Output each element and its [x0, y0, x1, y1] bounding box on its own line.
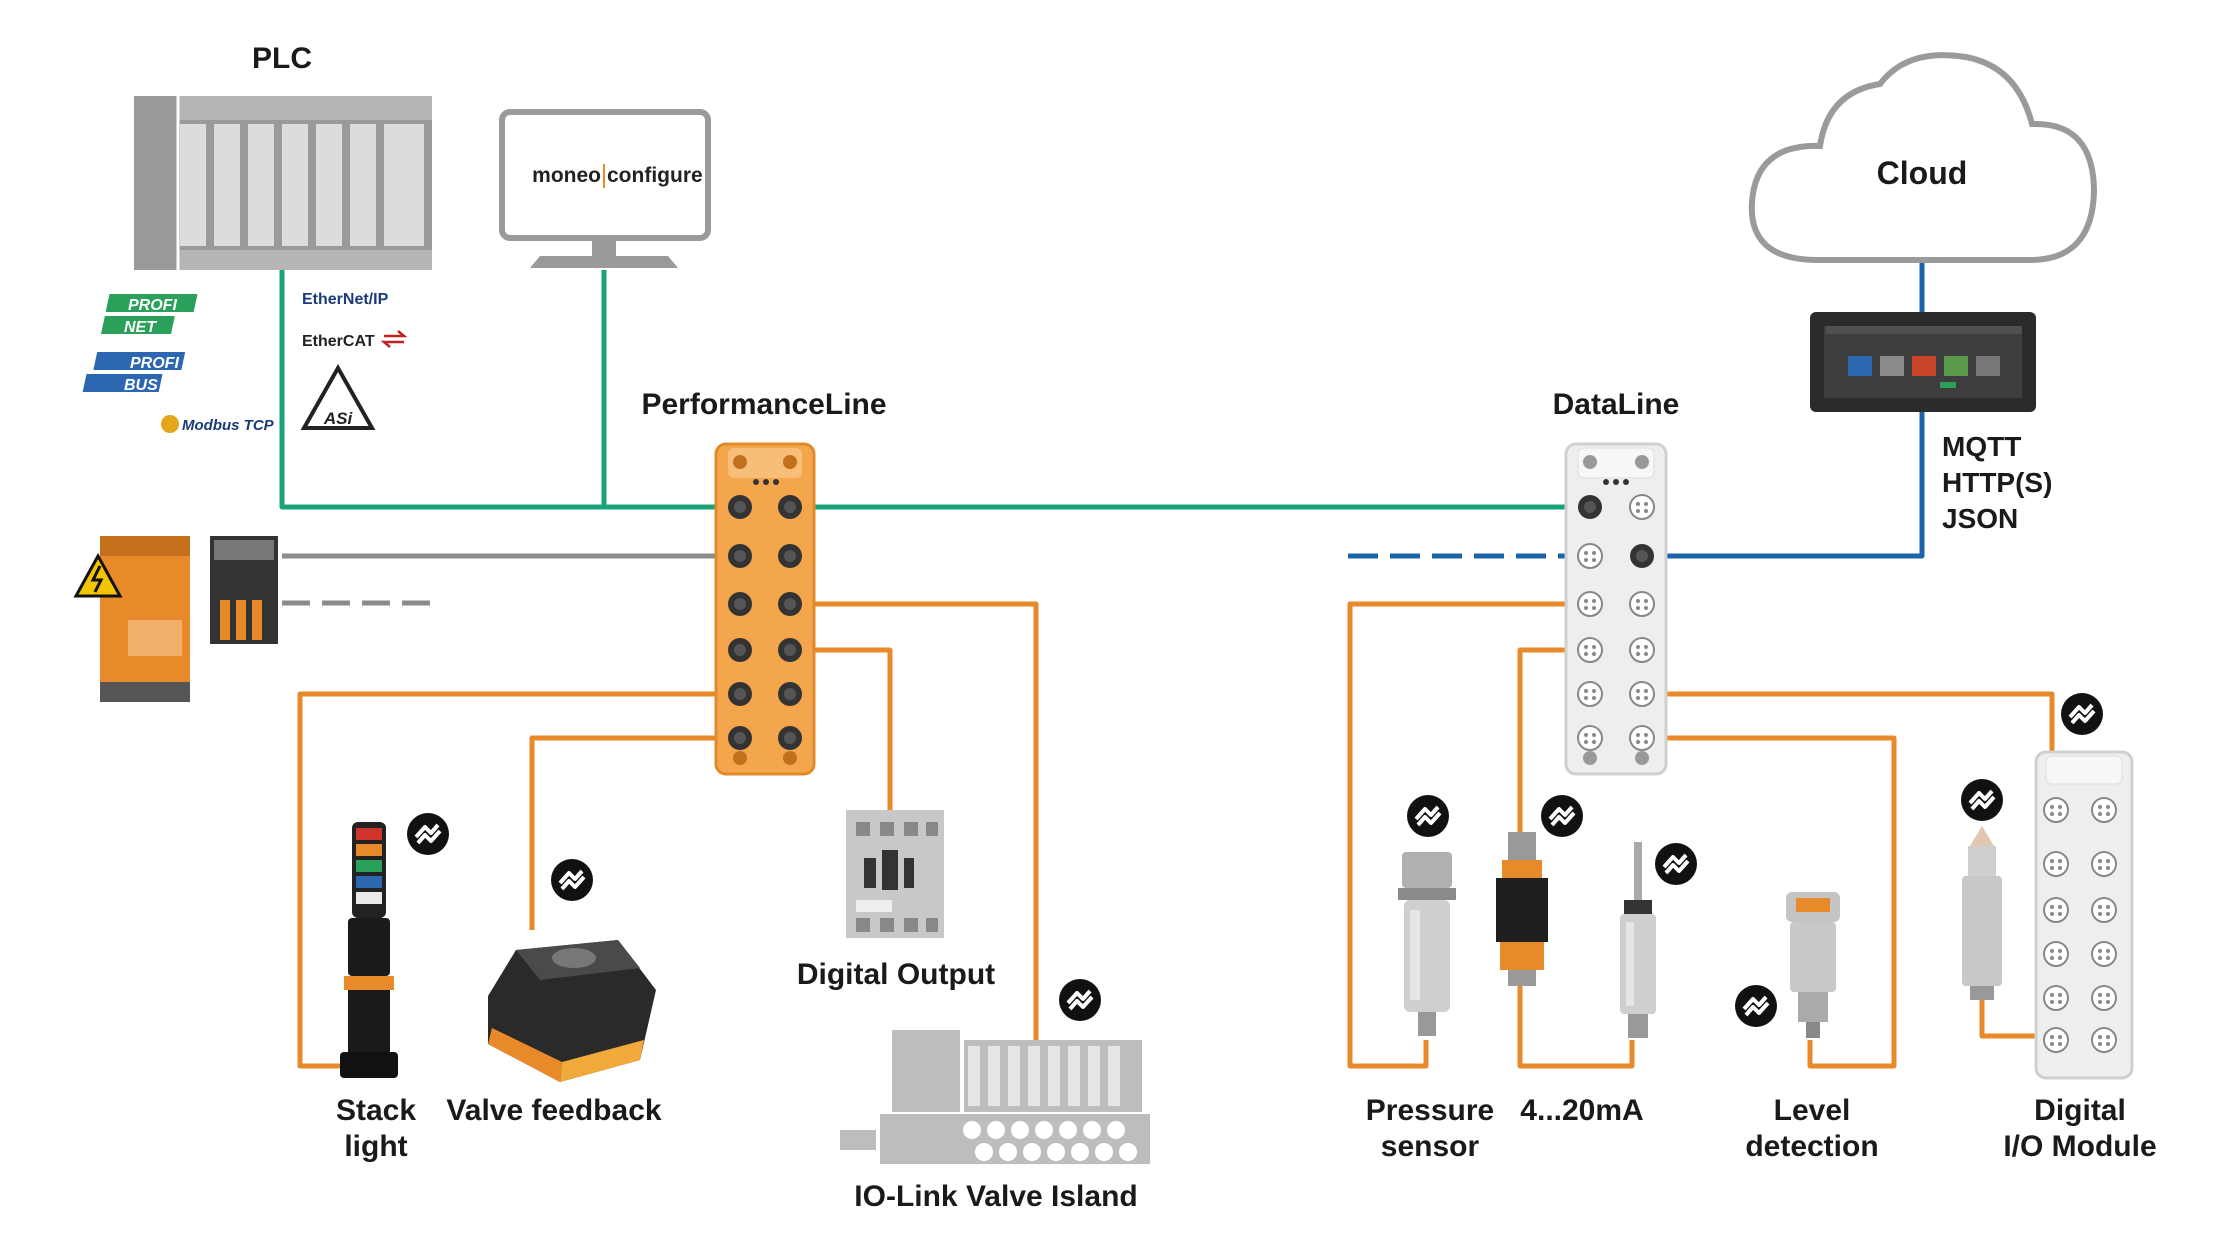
- svg-text:HTTP(S): HTTP(S): [1942, 467, 2052, 498]
- svg-text:NET: NET: [124, 319, 157, 336]
- digital-io-module: [2034, 750, 2134, 1080]
- connection-lines: [279, 262, 2055, 1069]
- level-switch: [1962, 826, 2002, 1000]
- monitor-icon: moneo configure: [499, 109, 711, 268]
- performanceline-label: PerformanceLine: [641, 388, 886, 421]
- iolink-icon: [2059, 691, 2105, 737]
- level-sensor: [1786, 892, 1840, 1038]
- fieldbus-logos: PROFI NET PROFI BUS Modbus TCP EtherNet/…: [82, 291, 408, 434]
- level-detection-label-1: Level: [1774, 1094, 1851, 1127]
- stack-light-label-2: light: [344, 1130, 407, 1163]
- protocol-labels: MQTT HTTP(S) JSON: [1942, 431, 2052, 534]
- svg-text:MQTT: MQTT: [1942, 431, 2021, 462]
- svg-text:JSON: JSON: [1942, 503, 2018, 534]
- warning-icon: [73, 552, 123, 598]
- iolink-icon: [1733, 983, 1779, 1029]
- digital-output-label: Digital Output: [797, 958, 995, 991]
- analog-label: 4...20mA: [1520, 1094, 1643, 1127]
- iolink-icon: [1405, 793, 1451, 839]
- pressure-sensor-label-1: Pressure: [1366, 1094, 1494, 1127]
- iolink-icon: [1959, 777, 2005, 823]
- monitor-label-moneo: moneo: [532, 164, 601, 187]
- line-digital-output: [790, 647, 893, 810]
- temperature-sensor: [1620, 842, 1656, 1038]
- svg-text:PROFI: PROFI: [130, 355, 179, 372]
- power-supply: [73, 536, 278, 702]
- analog-converter: [1496, 832, 1548, 986]
- svg-text:Modbus TCP: Modbus TCP: [182, 417, 275, 434]
- valve-island: [840, 1030, 1150, 1164]
- dataline-label: DataLine: [1553, 388, 1680, 421]
- valve-island-label: IO-Link Valve Island: [854, 1180, 1137, 1213]
- cloud-icon: Cloud: [1748, 52, 2098, 263]
- level-detection-label-2: detection: [1745, 1130, 1878, 1163]
- iolink-icon: [549, 857, 595, 903]
- iolink-icon: [1653, 841, 1699, 887]
- svg-text:BUS: BUS: [124, 377, 158, 394]
- svg-text:PROFI: PROFI: [128, 297, 177, 314]
- plc-label: PLC: [252, 42, 312, 75]
- profinet-logo: PROFI NET: [101, 294, 198, 336]
- pressure-sensor: [1398, 852, 1456, 1036]
- line-analog: [1517, 647, 1635, 1069]
- line-pressure-sensor: [1347, 601, 1592, 1069]
- iolink-icon: [1539, 793, 1585, 839]
- dataline-hub: [1564, 442, 1668, 776]
- iolink-icon: [405, 811, 451, 857]
- profibus-logo: PROFI BUS: [82, 352, 186, 394]
- plc: PLC: [134, 42, 432, 270]
- line-valve-island: [790, 601, 1039, 1040]
- digital-output-contactor: [846, 810, 944, 938]
- ethercat-logo: EtherCAT: [302, 330, 408, 350]
- asi-logo: ASi: [300, 363, 376, 430]
- monitor-label-configure: configure: [607, 164, 703, 187]
- pressure-sensor-label-2: sensor: [1381, 1130, 1480, 1163]
- cloud-label: Cloud: [1877, 155, 1968, 191]
- line-stack-light: [297, 691, 738, 1069]
- line-level: [1640, 735, 1897, 1069]
- ethernetip-logo: EtherNet/IP: [302, 291, 389, 308]
- modbus-logo: Modbus TCP: [161, 415, 275, 434]
- iolink-icons: [405, 691, 2105, 1029]
- stack-light: [340, 822, 398, 1078]
- digital-io-label-2: I/O Module: [2003, 1130, 2156, 1163]
- ethernet-line-plc: [279, 270, 738, 510]
- valve-feedback-sensor: [488, 940, 656, 1082]
- line-digital-io-bottom: [1979, 1000, 2050, 1039]
- edge-gateway: [1810, 312, 2036, 412]
- valve-feedback-label: Valve feedback: [446, 1094, 661, 1127]
- stack-light-label-1: Stack: [336, 1094, 416, 1127]
- line-valve-feedback: [529, 735, 738, 930]
- svg-text:ASi: ASi: [323, 409, 354, 428]
- svg-text:EtherCAT: EtherCAT: [302, 333, 375, 350]
- iolink-icon: [1057, 977, 1103, 1023]
- digital-io-label-1: Digital: [2034, 1094, 2126, 1127]
- performanceline-hub: [714, 442, 816, 776]
